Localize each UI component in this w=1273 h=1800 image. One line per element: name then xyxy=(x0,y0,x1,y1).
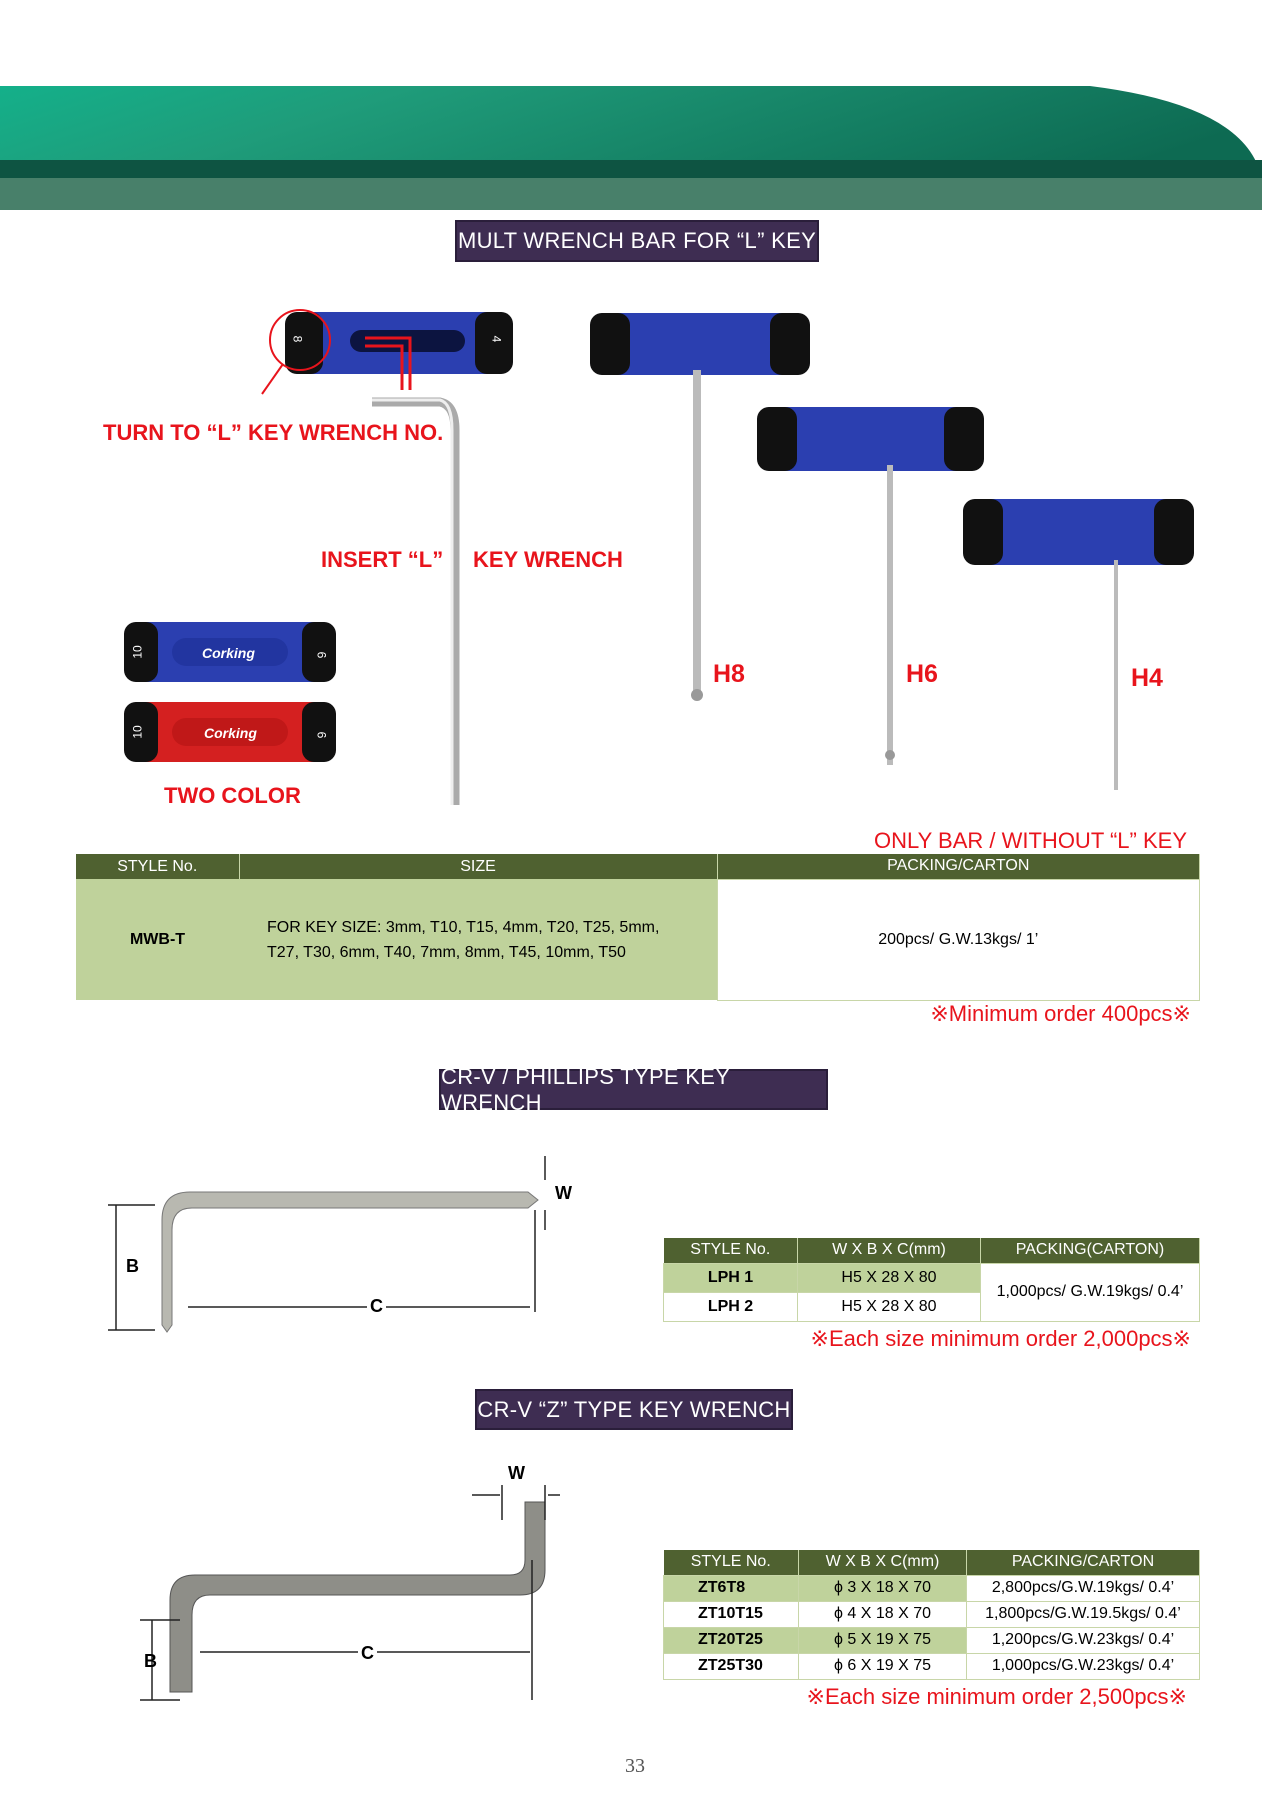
style-cell: LPH 2 xyxy=(663,1291,798,1322)
style-cell: ZT10T15 xyxy=(663,1600,799,1628)
size-cell: ϕ 6 X 19 X 75 xyxy=(798,1652,967,1680)
h4-label: H4 xyxy=(1131,664,1163,692)
size-cell: ϕ 5 X 19 X 75 xyxy=(798,1626,967,1654)
col-header: STYLE No. xyxy=(663,1550,799,1575)
min-order-note: ※Minimum order 400pcs※ xyxy=(930,1001,1191,1026)
col-header: W X B X C(mm) xyxy=(798,1550,967,1575)
t-handle-h6 xyxy=(757,407,984,765)
handle-number: 4 xyxy=(489,335,504,343)
handle-number: 6 xyxy=(314,731,329,739)
col-header: STYLE No. xyxy=(76,854,240,879)
two-color-label: TWO COLOR xyxy=(164,783,301,808)
packing-cell: 1,000pcs/G.W.23kgs/ 0.4’ xyxy=(966,1652,1200,1680)
dim-b-label: B xyxy=(144,1651,157,1671)
col-header: PACKING(CARTON) xyxy=(980,1238,1200,1263)
style-cell: LPH 1 xyxy=(663,1262,798,1293)
handle-number: 6 xyxy=(314,651,329,659)
insert-label: INSERT “L” xyxy=(321,547,444,572)
header-banner xyxy=(0,86,1262,210)
style-cell: ZT6T8 xyxy=(663,1574,799,1602)
table-row: MWB-T FOR KEY SIZE: 3mm, T10, T15, 4mm, … xyxy=(76,878,1200,1001)
h8-label: H8 xyxy=(713,660,745,688)
packing-cell: 200pcs/ G.W.13kgs/ 1’ xyxy=(716,878,1200,1001)
wrench-bar-image xyxy=(261,309,513,395)
brand-logo-blue: Corking xyxy=(202,645,255,661)
packing-cell: 1,000pcs/ G.W.19kgs/ 0.4’ xyxy=(980,1262,1200,1322)
handle-number: 10 xyxy=(130,645,145,659)
dim-w-label: W xyxy=(555,1183,572,1203)
col-header: W X B X C(mm) xyxy=(797,1238,981,1263)
page-number: 33 xyxy=(625,1755,645,1777)
size-cell: ϕ 3 X 18 X 70 xyxy=(798,1574,967,1602)
only-bar-note: ONLY BAR / WITHOUT “L” KEY xyxy=(874,828,1187,853)
size-cell: H5 X 28 X 80 xyxy=(797,1291,981,1322)
handle-number: 8 xyxy=(290,335,305,343)
dim-w-label: W xyxy=(508,1463,525,1483)
dim-c-label: C xyxy=(358,1643,377,1664)
dim-c-label: C xyxy=(367,1296,386,1317)
blue-handle-image xyxy=(124,622,336,682)
size-line: FOR KEY SIZE: 3mm, T10, T15, 4mm, T20, T… xyxy=(267,918,660,936)
red-handle-image xyxy=(124,702,336,762)
min-order-note: ※Each size minimum order 2,500pcs※ xyxy=(806,1684,1187,1709)
packing-cell: 1,200pcs/G.W.23kgs/ 0.4’ xyxy=(966,1626,1200,1654)
size-cell: H5 X 28 X 80 xyxy=(797,1262,981,1293)
t-handle-h8 xyxy=(590,313,810,701)
col-header: PACKING/CARTON xyxy=(717,854,1200,879)
dim-b-label: B xyxy=(126,1256,139,1276)
section-title-z-type: CR-V “Z” TYPE KEY WRENCH xyxy=(475,1389,793,1430)
t-handle-h4 xyxy=(963,499,1194,790)
style-cell: ZT20T25 xyxy=(663,1626,799,1654)
col-header: SIZE xyxy=(239,854,718,879)
phillips-wrench-diagram xyxy=(108,1156,546,1333)
section-title-phillips: CR-V / PHILLIPS TYPE KEY WRENCH xyxy=(439,1064,828,1115)
style-cell: ZT25T30 xyxy=(663,1652,799,1680)
z-type-table: STYLE No.W X B X C(mm)PACKING/CARTON ZT6… xyxy=(663,1550,1200,1680)
packing-cell: 1,800pcs/G.W.19.5kgs/ 0.4’ xyxy=(966,1600,1200,1628)
section-title-wrench-bar: MULT WRENCH BAR FOR “L” KEY xyxy=(455,220,819,262)
z-type-wrench-diagram xyxy=(140,1485,560,1701)
handle-number: 10 xyxy=(130,725,145,739)
turn-label: TURN TO “L” KEY WRENCH NO. xyxy=(103,420,444,445)
col-header: STYLE No. xyxy=(663,1238,798,1263)
size-line: T27, T30, 6mm, T40, 7mm, 8mm, T45, 10mm,… xyxy=(267,943,626,961)
h6-label: H6 xyxy=(906,660,938,688)
col-header: PACKING/CARTON xyxy=(966,1550,1200,1575)
brand-logo-red: Corking xyxy=(204,725,257,741)
wrench-bar-illustration xyxy=(124,309,1194,805)
key-wrench-label: KEY WRENCH xyxy=(473,547,623,572)
min-order-note: ※Each size minimum order 2,000pcs※ xyxy=(810,1326,1191,1351)
packing-cell: 2,800pcs/G.W.19kgs/ 0.4’ xyxy=(966,1574,1200,1602)
size-cell: FOR KEY SIZE: 3mm, T10, T15, 4mm, T20, T… xyxy=(239,879,717,1000)
size-cell: ϕ 4 X 18 X 70 xyxy=(798,1600,967,1628)
phillips-table: STYLE No.W X B X C(mm)PACKING(CARTON) LP… xyxy=(663,1238,1200,1322)
l-key-image xyxy=(372,397,460,805)
style-cell: MWB-T xyxy=(76,879,239,1000)
